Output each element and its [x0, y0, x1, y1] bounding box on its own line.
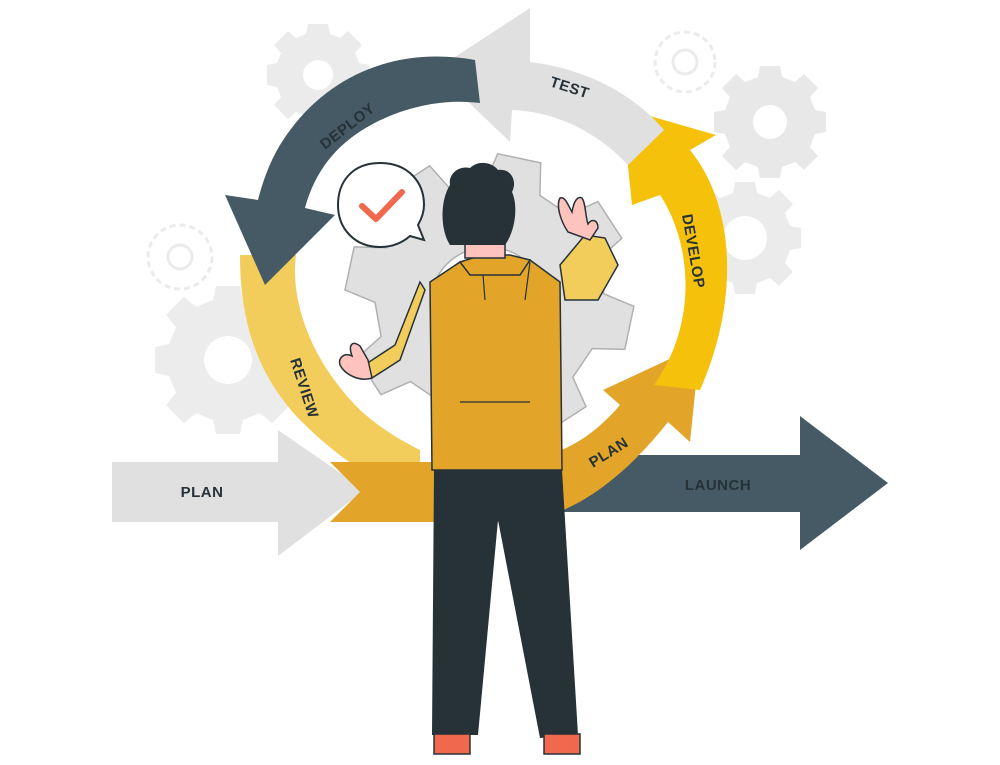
- man-figure: [338, 162, 619, 755]
- review-arc: REVIEW: [240, 255, 420, 500]
- launch-arrow: LAUNCH: [555, 416, 888, 550]
- plan-loop-arc: PLAN: [330, 345, 700, 522]
- plan-in-arrow: PLAN: [112, 430, 365, 556]
- plan-in-label: PLAN: [181, 484, 224, 501]
- test-arc: TEST: [435, 8, 664, 165]
- gear-icon: [146, 223, 214, 291]
- approval-bubble: [336, 161, 426, 249]
- launch-label: LAUNCH: [685, 477, 751, 494]
- gear-icon: [714, 66, 826, 178]
- gear-icon: [653, 30, 717, 94]
- checkmark-icon: [359, 189, 405, 222]
